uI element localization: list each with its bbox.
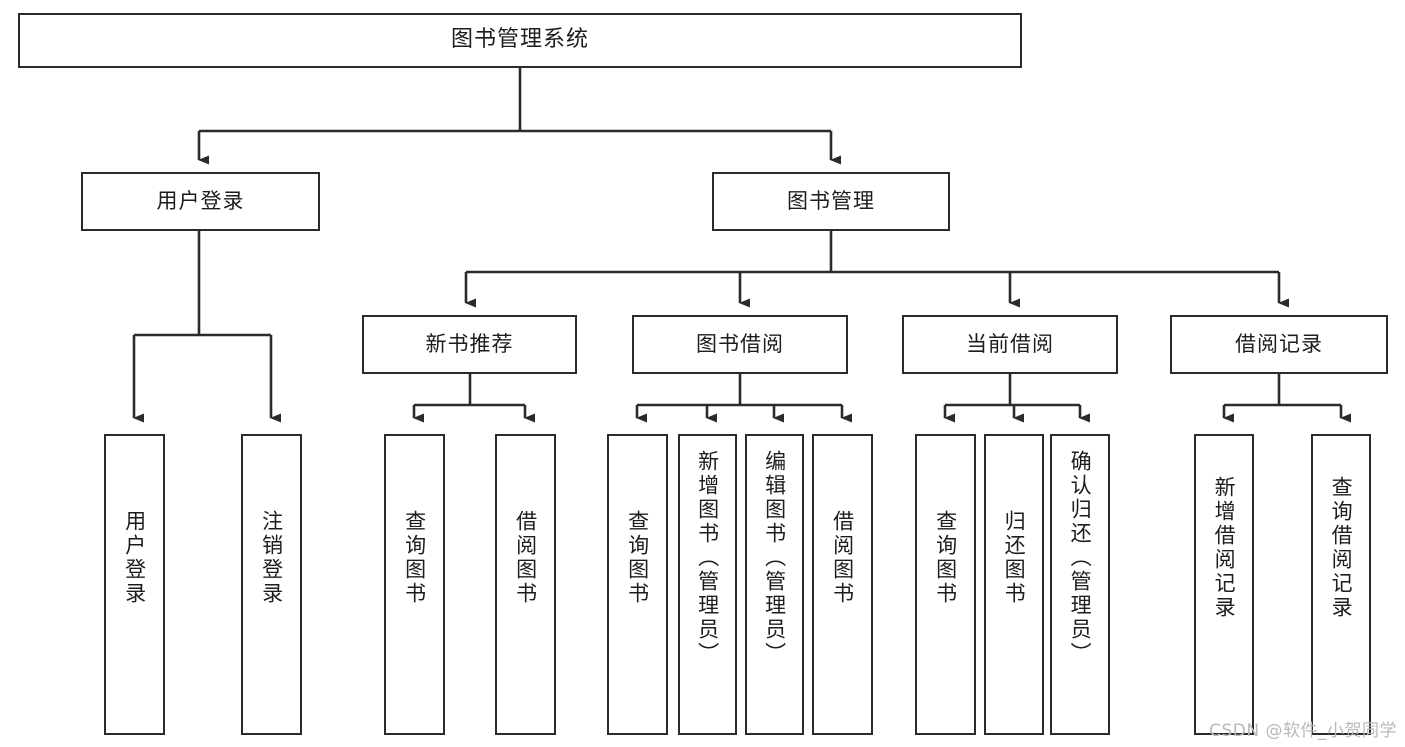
node-book-borrow[interactable]: 图书借阅 <box>632 315 848 374</box>
leaf-current-confirm-return-admin[interactable]: 确认归还（管理员） <box>1050 434 1110 735</box>
node-current-borrow-label: 当前借阅 <box>966 331 1054 356</box>
leaf-borrow-borrow-book[interactable]: 借阅图书 <box>812 434 873 735</box>
leaf-record-add-record[interactable]: 新增借阅记录 <box>1194 434 1254 735</box>
node-new-book-recommend-label: 新书推荐 <box>425 331 514 356</box>
node-borrow-record-label: 借阅记录 <box>1235 331 1323 356</box>
leaf-current-return-book[interactable]: 归还图书 <box>984 434 1044 735</box>
leaf-borrow-add-book-admin-label: 新增图书（管理员） <box>695 450 720 666</box>
leaf-borrow-query-book-label: 查询图书 <box>625 510 650 606</box>
node-user-login[interactable]: 用户登录 <box>81 172 320 231</box>
leaf-current-confirm-return-admin-label: 确认归还（管理员） <box>1068 450 1093 666</box>
leaf-borrow-borrow-book-label: 借阅图书 <box>830 510 855 606</box>
node-user-login-label: 用户登录 <box>156 188 245 213</box>
node-root-label: 图书管理系统 <box>450 27 589 53</box>
leaf-current-query-book[interactable]: 查询图书 <box>915 434 976 735</box>
node-borrow-record[interactable]: 借阅记录 <box>1170 315 1388 374</box>
leaf-new-book-borrow[interactable]: 借阅图书 <box>495 434 556 735</box>
leaf-current-return-book-label: 归还图书 <box>1002 510 1027 606</box>
leaf-borrow-edit-book-admin[interactable]: 编辑图书（管理员） <box>745 434 804 735</box>
leaf-borrow-query-book[interactable]: 查询图书 <box>607 434 668 735</box>
node-book-management[interactable]: 图书管理 <box>712 172 950 231</box>
node-book-borrow-label: 图书借阅 <box>696 331 784 356</box>
leaf-user-login-logout-label: 注销登录 <box>259 510 284 606</box>
node-new-book-recommend[interactable]: 新书推荐 <box>362 315 577 374</box>
leaf-user-login-login[interactable]: 用户登录 <box>104 434 165 735</box>
node-current-borrow[interactable]: 当前借阅 <box>902 315 1118 374</box>
leaf-borrow-edit-book-admin-label: 编辑图书（管理员） <box>762 450 787 666</box>
leaf-new-book-borrow-label: 借阅图书 <box>513 510 538 606</box>
leaf-current-query-book-label: 查询图书 <box>933 510 958 606</box>
leaf-record-query-record-label: 查询借阅记录 <box>1329 476 1354 620</box>
leaf-new-book-query-label: 查询图书 <box>402 510 427 606</box>
leaf-borrow-add-book-admin[interactable]: 新增图书（管理员） <box>678 434 737 735</box>
node-book-management-label: 图书管理 <box>787 188 875 213</box>
leaf-record-add-record-label: 新增借阅记录 <box>1212 476 1237 620</box>
leaf-new-book-query[interactable]: 查询图书 <box>384 434 445 735</box>
leaf-record-query-record[interactable]: 查询借阅记录 <box>1311 434 1371 735</box>
leaf-user-login-logout[interactable]: 注销登录 <box>241 434 302 735</box>
node-root[interactable]: 图书管理系统 <box>18 13 1022 68</box>
leaf-user-login-login-label: 用户登录 <box>122 510 147 606</box>
watermark-text: CSDN @软件_小贺同学 <box>1209 721 1397 741</box>
